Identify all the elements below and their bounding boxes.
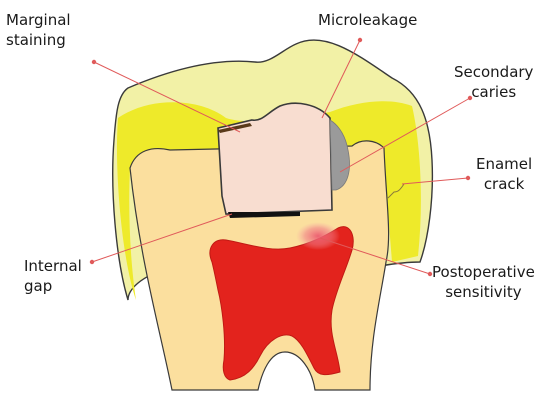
leader-endpoints xyxy=(89,37,473,277)
label-internal-gap: Internal gap xyxy=(24,256,82,296)
marginal-staining-edge xyxy=(218,123,252,133)
leader-postoperative-sensitivity xyxy=(319,237,431,275)
label-postoperative-sensitivity: Postoperative sensitivity xyxy=(432,262,535,302)
label-postoperative-sensitivity-line1: Postoperative xyxy=(432,263,535,281)
label-secondary-caries: Secondary caries xyxy=(454,62,533,102)
label-enamel-crack: Enamel crack xyxy=(476,154,532,194)
leader-dot-internal-gap xyxy=(89,259,95,265)
label-secondary-caries-line2: caries xyxy=(471,83,517,101)
secondary-caries-zone xyxy=(329,119,350,191)
internal-gap-line xyxy=(228,212,300,218)
leader-marginal-staining xyxy=(93,61,241,133)
label-internal-gap-line2: gap xyxy=(24,277,53,295)
enamel-crack-line xyxy=(387,183,405,199)
leader-microleakage xyxy=(321,39,361,119)
label-marginal-staining-line1: Marginal xyxy=(6,11,71,29)
leader-dot-enamel-crack xyxy=(465,175,471,181)
pulp-chamber xyxy=(209,226,354,381)
label-enamel-crack-line2: crack xyxy=(483,175,525,193)
restoration-filling xyxy=(217,102,333,215)
leader-internal-gap xyxy=(91,213,233,263)
sensitivity-glow xyxy=(296,222,340,250)
label-marginal-staining: Marginal staining xyxy=(6,10,71,50)
label-microleakage-line1: Microleakage xyxy=(318,11,418,29)
label-secondary-caries-line1: Secondary xyxy=(454,63,534,81)
leader-lines xyxy=(91,39,471,275)
leader-enamel-crack xyxy=(401,177,469,185)
leader-dot-microleakage xyxy=(357,37,363,43)
label-marginal-staining-line2: staining xyxy=(6,31,66,49)
leader-dot-postoperative-sensitivity xyxy=(427,271,433,277)
label-enamel-crack-line1: Enamel xyxy=(476,155,533,173)
leader-secondary-caries xyxy=(339,97,471,173)
label-postoperative-sensitivity-line2: sensitivity xyxy=(445,283,522,301)
label-internal-gap-line1: Internal xyxy=(24,257,82,275)
leader-dot-secondary-caries xyxy=(467,95,473,101)
leader-dot-marginal-staining xyxy=(91,59,97,65)
label-microleakage: Microleakage xyxy=(318,10,417,30)
